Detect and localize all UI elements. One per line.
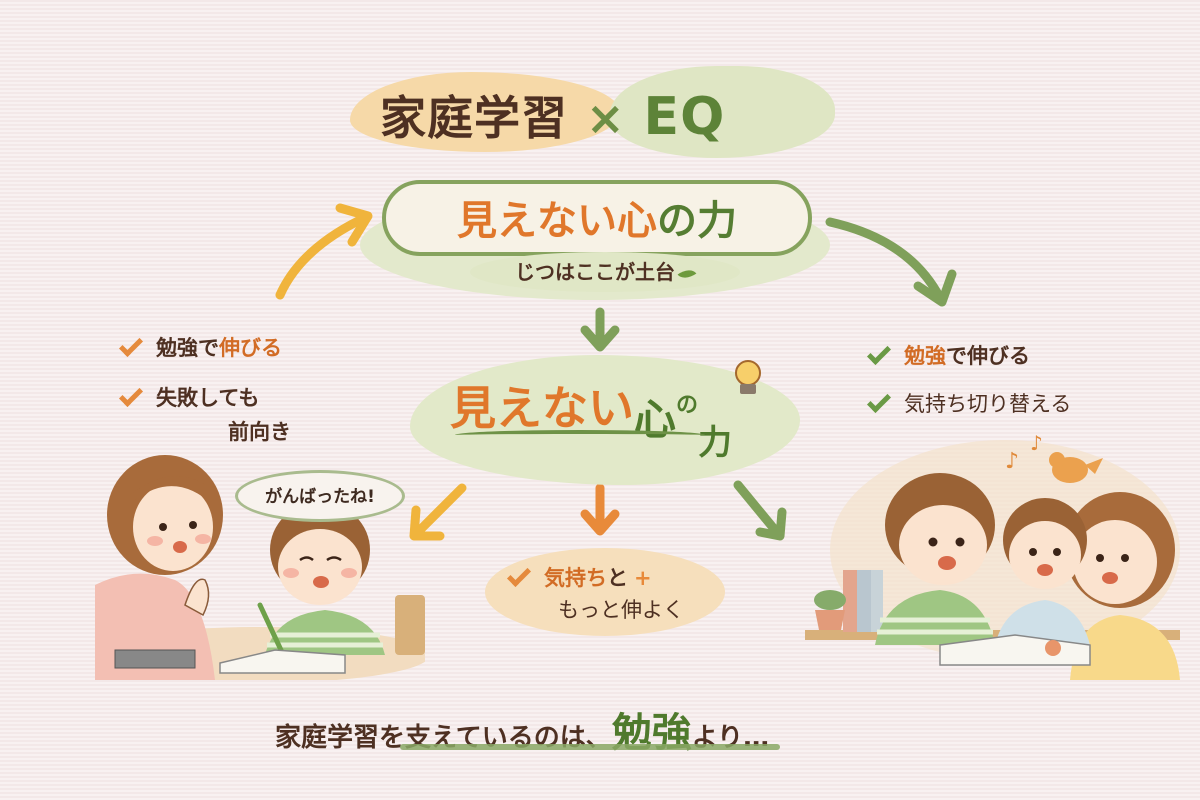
center-node-heading: 見えない心の力 [450,372,732,463]
sparkle-icon: + [634,566,652,590]
center-heading-no: の [676,393,699,418]
check-icon [866,388,892,414]
check-icon [506,562,532,588]
subtitle-text: じつはここが土台 [515,260,675,284]
top-node-pill [382,180,812,256]
right-item-1: 勉強で伸びる [866,340,1071,370]
middle-bubble-bg [485,548,725,636]
bottom-underline [400,744,780,750]
top-node-subtitle: じつはここが土台 [470,256,740,285]
left-item-1-prefix: 勉強で [156,336,219,360]
middle-line-2: もっと伸よく [558,598,684,622]
title-left: 家庭学習 [380,91,568,145]
check-icon [118,332,144,358]
left-item-1-highlight: 伸びる [219,336,282,360]
top-node-heading: 見えない心の力 [382,188,812,246]
right-scene-illustration: ♪ ♪ [805,430,1180,680]
svg-text:♪: ♪ [1030,431,1043,455]
speech-bubble [235,470,405,522]
lightbulb-icon [735,360,761,386]
left-item-2: 失敗しても [118,382,291,412]
left-item-2-line2: 前向き [228,420,291,444]
right-checklist: 勉強で伸びる 気持ち切り替える [866,340,1072,418]
left-item-2-line1: 失敗しても [156,386,260,410]
top-heading-green: の力 [657,198,737,244]
title-bg-right [610,66,835,158]
right-item-1-highlight: 勉強 [904,344,946,368]
left-scene-illustration [90,455,430,683]
lightbulb-base [740,384,756,394]
title-right: EQ [643,87,726,147]
middle-line-1: 気持ちと+ [506,562,684,592]
center-underline [455,430,705,440]
right-item-2-text: 気持ち切り替える [904,392,1072,416]
check-icon [866,340,892,366]
middle-suffix: と [607,566,628,590]
leaf-icon [677,264,697,283]
left-item-1: 勉強で伸びる [118,332,291,362]
title-cross: × [586,91,626,145]
middle-highlight: 気持ち [544,566,607,590]
center-heading-orange: 見えない [450,381,634,435]
middle-bubble: 気持ちと+ もっと伸よく [506,562,684,624]
center-heading-chikara: 力 [698,423,733,463]
left-checklist: 勉強で伸びる 失敗しても 前向き [118,332,291,446]
check-icon [118,382,144,408]
right-item-2: 気持ち切り替える [866,388,1072,418]
music-note-icon: ♪ [1005,449,1019,474]
title-bg-left [350,72,620,152]
right-item-1-suffix: で伸びる [946,344,1030,368]
top-heading-orange: 見えない心 [457,198,657,244]
speech-bubble-text: がんばったね! [265,487,375,507]
page-title: 家庭学習 × EQ [380,82,725,148]
